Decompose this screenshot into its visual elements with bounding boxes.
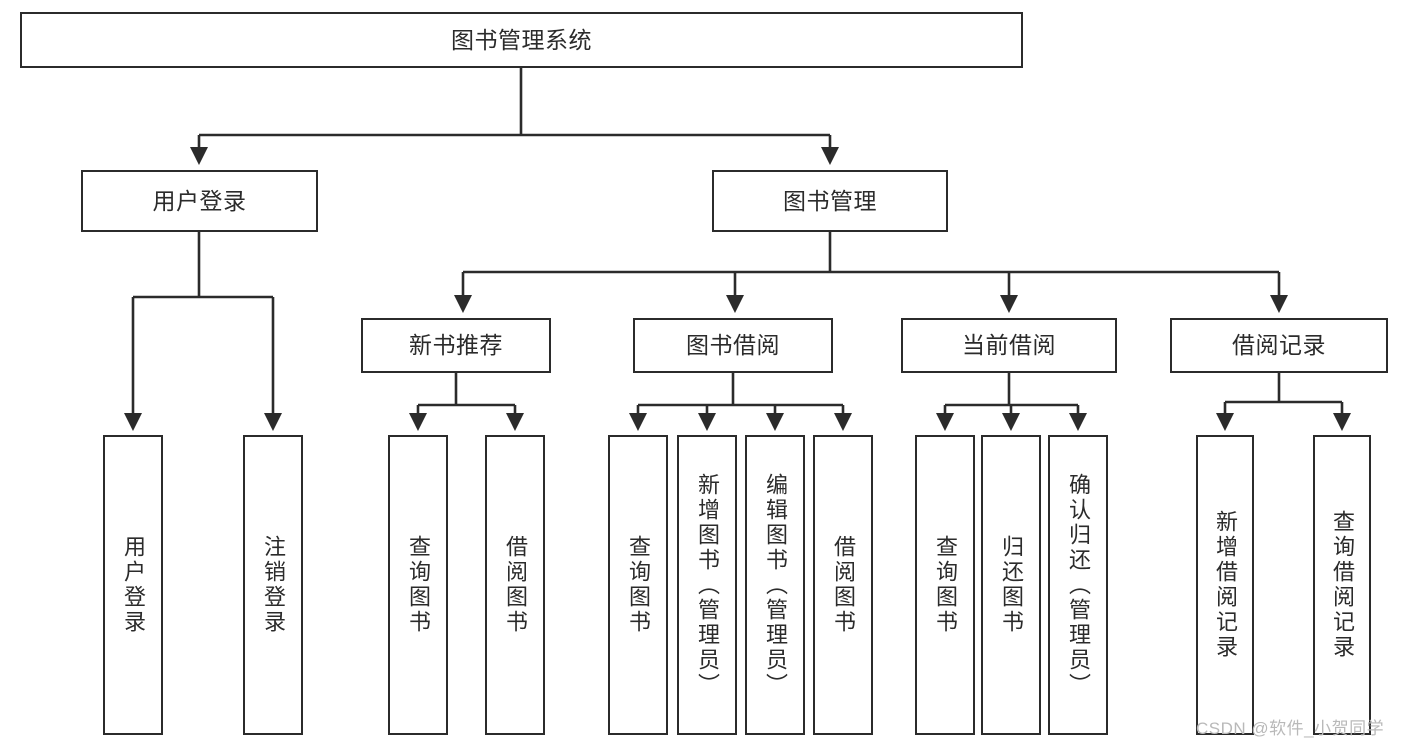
node-leaf-add-book[interactable]: 新增图书（管理员）: [677, 435, 737, 735]
node-leaf-query-book-borrow-label: 查询图书: [626, 535, 651, 635]
node-new-book-rec[interactable]: 新书推荐: [361, 318, 551, 373]
node-leaf-query-record[interactable]: 查询借阅记录: [1313, 435, 1371, 735]
node-leaf-confirm-return[interactable]: 确认归还（管理员）: [1048, 435, 1108, 735]
node-leaf-add-record-label: 新增借阅记录: [1213, 510, 1238, 660]
csdn-watermark: CSDN @软件_小贺同学: [1196, 719, 1385, 738]
node-root[interactable]: 图书管理系统: [20, 12, 1023, 68]
node-leaf-logout[interactable]: 注销登录: [243, 435, 303, 735]
node-borrow-record[interactable]: 借阅记录: [1170, 318, 1388, 373]
node-leaf-query-book-cur-label: 查询图书: [933, 535, 958, 635]
node-borrow-record-label: 借阅记录: [1232, 332, 1326, 359]
node-book-manage-label: 图书管理: [783, 187, 877, 214]
node-leaf-confirm-return-label: 确认归还（管理员）: [1066, 472, 1091, 698]
node-leaf-query-book-rec[interactable]: 查询图书: [388, 435, 448, 735]
node-book-borrow-label: 图书借阅: [686, 332, 780, 359]
node-book-borrow[interactable]: 图书借阅: [633, 318, 833, 373]
node-leaf-borrow-book-rec[interactable]: 借阅图书: [485, 435, 545, 735]
node-leaf-query-book-borrow[interactable]: 查询图书: [608, 435, 668, 735]
node-leaf-logout-label: 注销登录: [261, 535, 286, 635]
node-book-manage[interactable]: 图书管理: [712, 170, 948, 232]
node-leaf-return-book-label: 归还图书: [999, 535, 1024, 635]
node-leaf-borrow-book-label: 借阅图书: [831, 535, 856, 635]
node-leaf-borrow-book[interactable]: 借阅图书: [813, 435, 873, 735]
node-user-login-label: 用户登录: [152, 187, 247, 214]
node-leaf-edit-book[interactable]: 编辑图书（管理员）: [745, 435, 805, 735]
node-leaf-query-book-cur[interactable]: 查询图书: [915, 435, 975, 735]
node-user-login[interactable]: 用户登录: [81, 170, 318, 232]
node-current-borrow-label: 当前借阅: [962, 332, 1056, 359]
node-leaf-return-book[interactable]: 归还图书: [981, 435, 1041, 735]
node-leaf-borrow-book-rec-label: 借阅图书: [503, 535, 528, 635]
node-leaf-user-login[interactable]: 用户登录: [103, 435, 163, 735]
node-new-book-rec-label: 新书推荐: [409, 332, 503, 359]
node-leaf-add-record[interactable]: 新增借阅记录: [1196, 435, 1254, 735]
node-leaf-user-login-label: 用户登录: [121, 535, 146, 635]
node-root-label: 图书管理系统: [451, 26, 592, 53]
node-leaf-edit-book-label: 编辑图书（管理员）: [763, 472, 788, 698]
node-leaf-query-book-rec-label: 查询图书: [406, 535, 431, 635]
node-current-borrow[interactable]: 当前借阅: [901, 318, 1117, 373]
node-leaf-add-book-label: 新增图书（管理员）: [695, 472, 720, 698]
node-leaf-query-record-label: 查询借阅记录: [1330, 510, 1355, 660]
